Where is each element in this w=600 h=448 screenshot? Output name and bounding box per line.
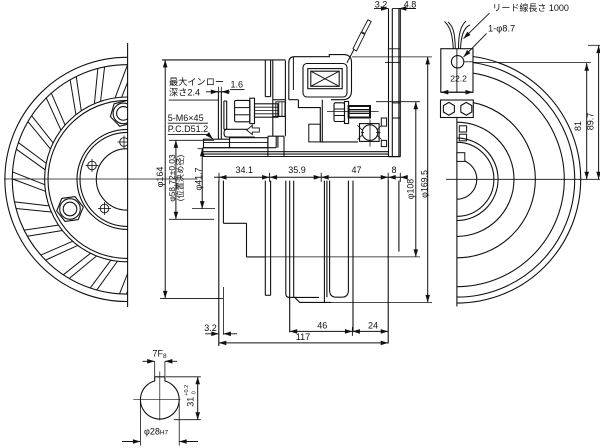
svg-text:φ41.7: φ41.7 <box>193 167 203 190</box>
svg-text:φ58.72±0.03: φ58.72±0.03 <box>167 154 177 202</box>
svg-text:31: 31 <box>185 397 195 407</box>
svg-text:22.2: 22.2 <box>450 74 467 84</box>
svg-text:3.2: 3.2 <box>204 323 217 333</box>
svg-text:P.C.D51.2: P.C.D51.2 <box>168 124 208 134</box>
svg-text:35.9: 35.9 <box>288 165 306 175</box>
svg-text:46: 46 <box>317 321 327 331</box>
svg-text:リード線長さ 1000: リード線長さ 1000 <box>492 2 569 13</box>
svg-text:0: 0 <box>191 391 197 394</box>
svg-text:34.1: 34.1 <box>236 165 254 175</box>
svg-text:89.7: 89.7 <box>586 113 596 131</box>
svg-text:3.2: 3.2 <box>375 0 388 9</box>
svg-text:8: 8 <box>391 165 396 175</box>
svg-text:47: 47 <box>351 165 361 175</box>
svg-text:24: 24 <box>368 321 378 331</box>
svg-text:深さ2.4: 深さ2.4 <box>169 87 200 97</box>
svg-text:1.6: 1.6 <box>231 80 244 90</box>
svg-text:1-φ8.7: 1-φ8.7 <box>488 24 515 34</box>
svg-text:最大インロー: 最大インロー <box>169 76 224 87</box>
svg-text:φ108: φ108 <box>406 179 416 199</box>
svg-text:81: 81 <box>573 121 583 131</box>
svg-text:(位置決め径): (位置決め径) <box>175 155 185 202</box>
svg-text:117: 117 <box>296 332 310 342</box>
svg-text:7F8: 7F8 <box>153 348 168 360</box>
svg-text:5-M6×45: 5-M6×45 <box>168 113 204 123</box>
svg-text:φ164: φ164 <box>155 167 165 188</box>
svg-text:φ28H7: φ28H7 <box>144 427 169 437</box>
svg-text:φ169.5: φ169.5 <box>419 170 429 198</box>
svg-text:4.8: 4.8 <box>404 0 417 9</box>
svg-text:+0.2: +0.2 <box>184 385 190 396</box>
